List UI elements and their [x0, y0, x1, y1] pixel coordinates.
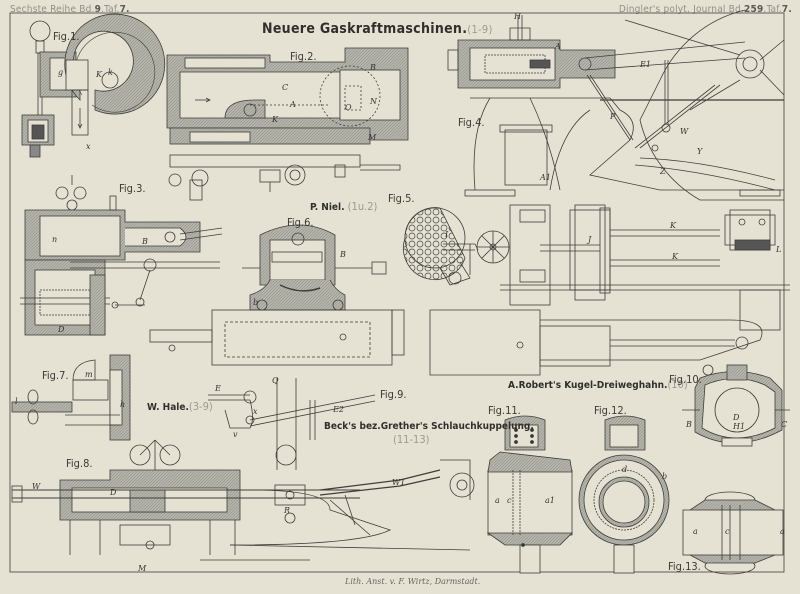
- caption-beck-range: (11-13): [393, 433, 430, 446]
- part-letter: B: [340, 250, 346, 259]
- part-letter: v: [233, 430, 238, 439]
- part-letter: d: [622, 465, 628, 474]
- header-left: Sechste Reihe Bd.9.Taf.7.: [10, 4, 130, 15]
- part-letter: A: [290, 100, 296, 109]
- fig-3-label: Fig.3.: [119, 182, 146, 195]
- part-letter: a: [780, 527, 785, 536]
- part-letter: h: [120, 400, 126, 409]
- part-letter: b: [253, 298, 259, 307]
- caption-niel: P. Niel. (1u.2): [310, 200, 378, 213]
- fig-5-label: Fig.5.: [388, 192, 415, 205]
- part-letter: D: [733, 413, 740, 422]
- part-letter: l: [15, 397, 18, 406]
- part-letter: k: [108, 68, 113, 77]
- part-letter: c: [507, 496, 512, 505]
- caption-hale: W. Hale.(3-9): [147, 400, 213, 413]
- fig-1-label: Fig.1.: [53, 30, 80, 43]
- fig5-drawing: [402, 204, 790, 376]
- part-letter: J: [588, 235, 592, 244]
- part-letter: H: [514, 12, 521, 21]
- part-letter: Q: [272, 376, 279, 385]
- part-letter: x: [253, 407, 258, 416]
- part-letter: A1: [540, 173, 551, 182]
- part-letter: M: [138, 564, 147, 573]
- part-letter: m: [85, 370, 93, 379]
- part-letter: B: [686, 420, 692, 429]
- part-letter: Y: [697, 147, 703, 156]
- part-letter: B: [370, 63, 376, 72]
- part-letter: R: [284, 506, 291, 515]
- fig12-drawing: [578, 415, 670, 574]
- lithographer-credit: Lith. Anst. v. F. Wirtz, Darmstadt.: [345, 577, 481, 586]
- part-letter: W: [32, 482, 41, 491]
- part-letter: E: [215, 384, 221, 393]
- fig6-drawing: [149, 224, 405, 366]
- part-letter: c: [725, 527, 730, 536]
- caption-beck: Beck's bez.Grether's Schlauchkuppelung.: [324, 421, 534, 432]
- fig8-drawing: [11, 439, 475, 561]
- part-letter: K: [96, 70, 102, 79]
- caption-robert: A.Robert's Kugel-Dreiweghahn.(10): [508, 378, 688, 391]
- fig-7-label: Fig.7.: [42, 369, 69, 382]
- part-letter: a: [495, 496, 500, 505]
- fig-13-label: Fig.13.: [668, 560, 701, 573]
- part-letter: W1: [392, 478, 406, 487]
- part-letter: C: [282, 83, 289, 92]
- fig10-drawing: [682, 364, 790, 447]
- fig11-drawing: [486, 415, 573, 574]
- fig-10-label: Fig.10.: [669, 373, 702, 386]
- part-letter: Z: [660, 167, 666, 176]
- fig-8-label: Fig.8.: [66, 457, 93, 470]
- fig9-drawing: [208, 378, 376, 470]
- part-letter: a1: [545, 496, 555, 505]
- fig-4-label: Fig.4.: [458, 116, 485, 129]
- part-letter: O: [345, 103, 352, 112]
- plate-border: [9, 12, 785, 573]
- part-letter: a: [693, 527, 698, 536]
- fig-11-label: Fig.11.: [488, 404, 521, 417]
- fig2-drawing: [166, 47, 409, 201]
- fig-9-label: Fig.9.: [380, 388, 407, 401]
- part-letter: b: [662, 472, 668, 481]
- part-letter: K: [272, 115, 278, 124]
- plate-title: Neuere Gaskraftmaschinen.(1-9): [262, 21, 493, 37]
- part-letter: C: [781, 420, 788, 429]
- fig-12-label: Fig.12.: [594, 404, 627, 417]
- fig4-drawing: [447, 9, 785, 201]
- part-letter: P: [610, 112, 616, 121]
- part-letter: M: [368, 133, 377, 142]
- part-letter: N: [370, 97, 377, 106]
- part-letter: B: [142, 237, 148, 246]
- fig3-drawing: [20, 175, 223, 336]
- part-letter: W: [680, 127, 689, 136]
- fig-6-label: Fig.6.: [287, 216, 314, 229]
- part-letter: K: [670, 221, 676, 230]
- part-letter: g: [58, 68, 64, 77]
- part-letter: E1: [640, 60, 651, 69]
- fig1-drawing: [21, 13, 166, 158]
- fig7-drawing: [11, 354, 131, 441]
- part-letter: L: [776, 245, 782, 254]
- header-right: Dingler's polyt. Journal Bd.259.Taf.7.: [618, 4, 792, 15]
- part-letter: H1: [733, 422, 746, 431]
- part-letter: E2: [333, 405, 344, 414]
- fig13-drawing: [682, 491, 784, 575]
- fig-2-label: Fig.2.: [290, 50, 317, 63]
- part-letter: I: [445, 230, 449, 239]
- part-letter: K: [672, 252, 678, 261]
- part-letter: D: [110, 488, 117, 497]
- part-letter: A: [555, 42, 561, 51]
- part-letter: x: [86, 142, 91, 151]
- part-letter: D: [58, 325, 65, 334]
- part-letter: n: [52, 235, 58, 244]
